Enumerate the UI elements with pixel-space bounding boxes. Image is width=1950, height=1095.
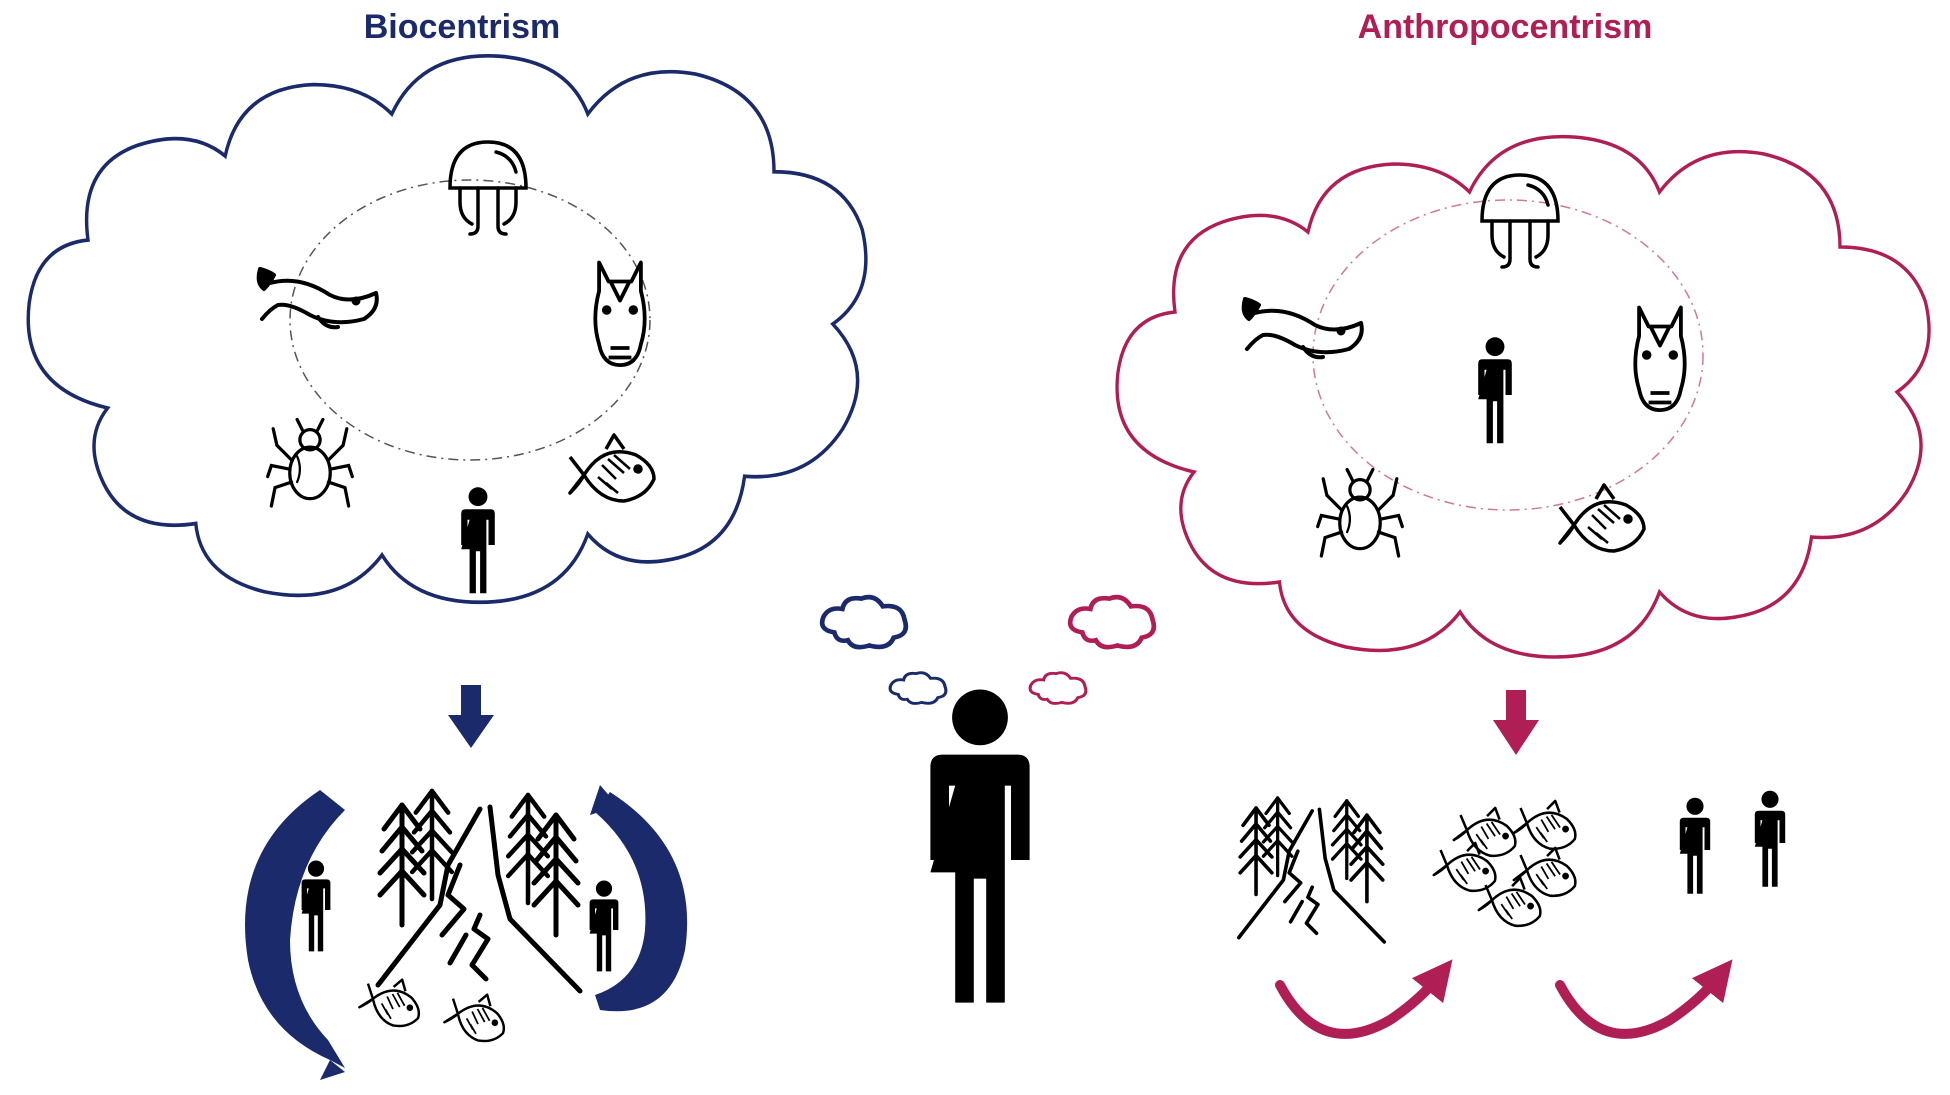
equality-circle — [289, 179, 651, 461]
person-icon — [589, 880, 619, 972]
person-icon — [1679, 797, 1711, 894]
anthropocentrism-thought-cloud — [1115, 134, 1931, 659]
person-icon — [461, 487, 495, 594]
biocentrism-outcome — [245, 785, 688, 1080]
cycle-arrow-left-icon — [245, 790, 345, 1068]
biocentrism-title: Biocentrism — [363, 8, 561, 46]
cycle-arrow-right-icon — [595, 792, 688, 1012]
fish-icon — [356, 967, 430, 1034]
biocentrism-panel — [26, 54, 868, 1080]
thought-bubble-icon — [822, 597, 906, 647]
progression-arrow-icon — [1555, 959, 1733, 1039]
whale-icon — [1241, 297, 1364, 360]
person-icon — [1754, 790, 1786, 887]
spider-icon — [1316, 467, 1404, 558]
progression-arrow-icon — [1275, 959, 1453, 1039]
forest-river-icon — [378, 791, 580, 991]
fish-icon — [1558, 483, 1646, 553]
forest-river-icon — [1239, 798, 1384, 942]
whale-icon — [256, 267, 379, 330]
down-arrow-icon — [1493, 690, 1539, 755]
jellyfish-icon — [448, 140, 528, 236]
anthropocentrism-outcome — [1239, 790, 1786, 1039]
fish-school-icon — [1431, 791, 1585, 933]
fish-icon — [441, 982, 515, 1049]
thought-bubble-icon — [1028, 671, 1088, 706]
horse-head-icon — [1633, 305, 1687, 413]
anthropocentrism-title: Anthropocentrism — [1357, 8, 1653, 46]
thinking-person-icon — [930, 689, 1030, 1003]
jellyfish-icon — [1480, 173, 1560, 269]
person-icon — [1478, 337, 1512, 444]
spider-icon — [266, 417, 354, 508]
person-icon — [301, 860, 331, 952]
fish-icon — [568, 433, 656, 503]
anthropocentrism-panel — [1115, 134, 1931, 1039]
thinking-person-group — [822, 597, 1154, 1003]
down-arrow-icon — [448, 685, 494, 748]
thought-bubble-icon — [888, 671, 948, 706]
biocentrism-thought-cloud — [26, 54, 868, 605]
horse-head-icon — [593, 260, 647, 368]
thought-bubble-icon — [1070, 597, 1154, 647]
